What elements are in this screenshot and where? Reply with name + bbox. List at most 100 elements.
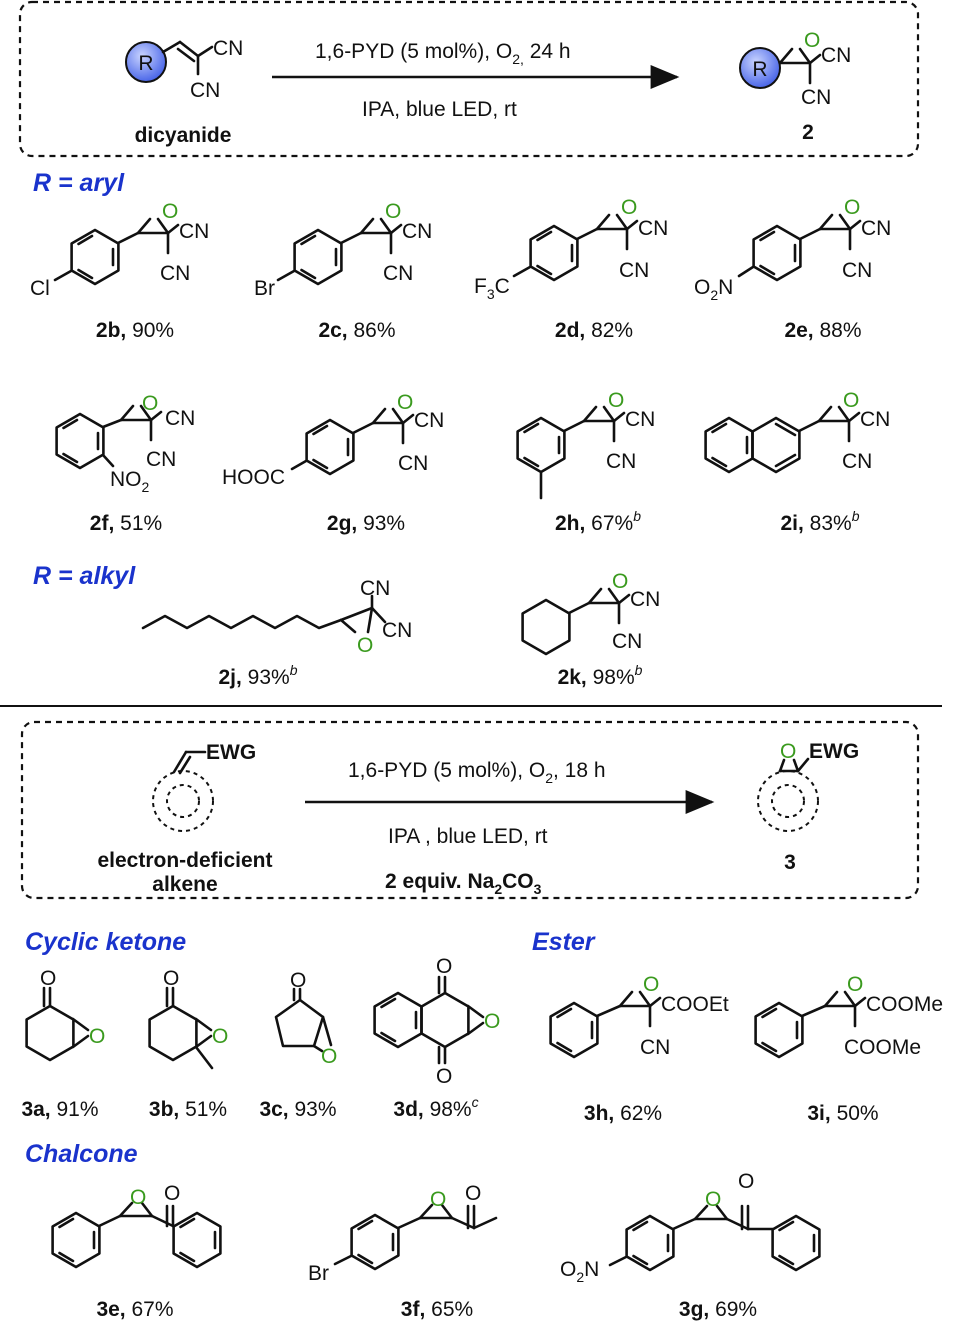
oxygen-label: O <box>321 1045 337 1068</box>
substituent-label: HOOC <box>222 466 285 489</box>
r-label: R <box>752 58 767 81</box>
compound-3f: Br O O <box>308 1182 498 1285</box>
cn-label: CN <box>360 577 390 600</box>
compound-3d: O O O <box>373 955 500 1088</box>
compound-3h: O COOEt CN <box>549 973 729 1059</box>
compound-2c: Br O CN CN <box>254 200 432 300</box>
compound-3b: O O <box>148 967 228 1070</box>
cn-label: CN <box>842 259 872 282</box>
compound-label: 3d, 98%c <box>393 1094 478 1121</box>
compound-label: 3g, 69% <box>679 1298 757 1321</box>
oxygen-label: O <box>212 1025 228 1048</box>
cn-label: CN <box>179 220 209 243</box>
compound-2h: O CN CN <box>516 389 655 500</box>
compound-label: 3b, 51% <box>149 1098 227 1121</box>
oxygen-label: O <box>705 1188 721 1211</box>
oxygen-label: O <box>142 392 158 415</box>
reactant-label: electron-deficient <box>97 849 272 872</box>
oxygen-label: O <box>357 634 373 657</box>
ewg-label: EWG <box>206 741 256 764</box>
product-3-structure: O EWG <box>757 740 859 832</box>
cn-label: CN <box>625 408 655 431</box>
product-label: 3 <box>784 851 796 874</box>
oxygen-label: O <box>608 389 624 412</box>
oxygen-label: O <box>844 196 860 219</box>
substituent-label: NO2 <box>110 468 150 495</box>
cn-label: CN <box>190 79 220 102</box>
oxygen-label: O <box>385 200 401 223</box>
compound-label: 2f, 51% <box>90 512 162 535</box>
substituent-label: Cl <box>30 277 50 300</box>
r-group-ball <box>739 47 781 89</box>
conditions-top: 1,6-PYD (5 mol%), O2, 18 h <box>348 759 606 786</box>
oxygen-label: O <box>436 1065 452 1088</box>
compound-2j: O CN CN <box>141 577 412 657</box>
section-cyclic-ketone: Cyclic ketone <box>25 928 186 956</box>
cn-label: CN <box>619 259 649 282</box>
oxygen-label: O <box>804 29 820 52</box>
oxygen-label: O <box>738 1170 754 1193</box>
oxygen-label: O <box>164 1182 180 1205</box>
compound-label: 2k, 98%b <box>558 662 643 689</box>
cn-label: CN <box>801 86 831 109</box>
cn-label: CN <box>640 1036 670 1059</box>
substituent-label: O2N <box>560 1258 599 1285</box>
compound-label: 3i, 50% <box>807 1102 878 1125</box>
oxygen-label: O <box>163 967 179 990</box>
compound-3i: O COOMe COOMe <box>754 973 943 1059</box>
scheme1-box <box>18 0 920 158</box>
substituent-label: COOEt <box>661 993 729 1016</box>
cn-label: CN <box>165 407 195 430</box>
cn-label: CN <box>398 452 428 475</box>
product-2-structure: R O CN CN <box>739 29 851 109</box>
oxygen-label: O <box>130 1186 146 1209</box>
compound-2i: O CN CN <box>704 389 890 474</box>
oxygen-label: O <box>436 955 452 978</box>
compound-2f: NO2 O CN CN <box>55 392 195 495</box>
oxygen-label: O <box>484 1010 500 1033</box>
oxygen-label: O <box>40 967 56 990</box>
substituent-label: F3C <box>474 275 510 302</box>
oxygen-label: O <box>843 389 859 412</box>
compound-label: 3a, 91% <box>21 1098 98 1121</box>
cn-label: CN <box>160 262 190 285</box>
cn-label: CN <box>382 619 412 642</box>
substituent-label: Br <box>254 277 275 300</box>
substituent-label: COOMe <box>844 1036 921 1059</box>
cn-label: CN <box>821 44 851 67</box>
oxygen-label: O <box>397 391 413 414</box>
oxygen-label: O <box>621 196 637 219</box>
cn-label: CN <box>383 262 413 285</box>
cn-label: CN <box>213 37 243 60</box>
cn-label: CN <box>414 409 444 432</box>
compound-2d: F3C O CN CN <box>474 196 668 302</box>
section-aryl: R = aryl <box>33 169 125 197</box>
cn-label: CN <box>612 630 642 653</box>
alkene-structure: EWG <box>152 741 256 832</box>
compound-3g: O2N O O <box>560 1170 821 1285</box>
cn-label: CN <box>630 588 660 611</box>
substituent-label: COOMe <box>866 993 943 1016</box>
substituent-label: Br <box>308 1262 329 1285</box>
compound-label: 2g, 93% <box>327 512 405 535</box>
compound-label: 3h, 62% <box>584 1102 662 1125</box>
oxygen-label: O <box>643 973 659 996</box>
ewg-label: EWG <box>809 740 859 763</box>
cn-label: CN <box>606 450 636 473</box>
dicyanide-structure: R CN CN <box>125 37 243 102</box>
section-ester: Ester <box>532 928 596 956</box>
cn-label: CN <box>146 448 176 471</box>
compound-3e: O O <box>51 1182 222 1269</box>
compound-label: 3c, 93% <box>259 1098 336 1121</box>
compound-label: 2b, 90% <box>96 319 174 342</box>
oxygen-label: O <box>465 1182 481 1205</box>
r-group-ball <box>125 41 167 83</box>
oxygen-label: O <box>612 570 628 593</box>
section-chalcone: Chalcone <box>25 1140 138 1168</box>
section-alkyl: R = alkyl <box>33 562 136 590</box>
compound-label: 3e, 67% <box>96 1298 173 1321</box>
r-label: R <box>138 52 153 75</box>
compound-label: 2c, 86% <box>318 319 395 342</box>
cn-label: CN <box>402 220 432 243</box>
